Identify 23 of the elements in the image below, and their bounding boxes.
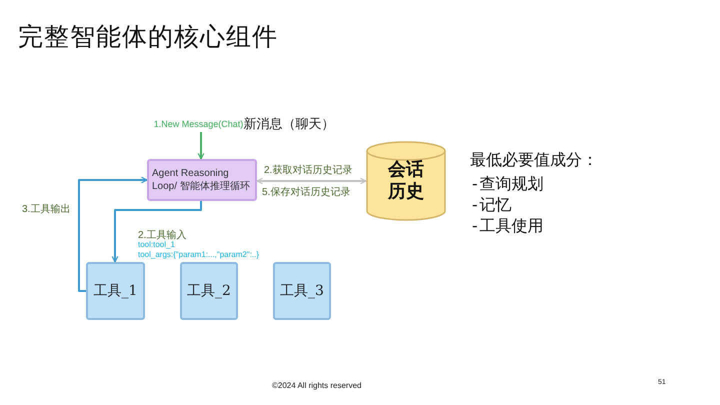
edge-label: 2.获取对话历史记录 (264, 164, 352, 177)
note-text: -记忆 (470, 195, 512, 216)
arrow (78, 176, 148, 292)
note-text: 5.保存对话历史记录 (262, 186, 350, 199)
database-label: 会话历史 (387, 158, 425, 204)
edge-label: 2.工具输入 (138, 228, 186, 241)
tool-box: 工具_1 (86, 262, 145, 320)
copyright-note: ©2024 All rights reserved (272, 381, 362, 390)
arrow (256, 178, 367, 184)
note-text: 最低必要值成分： (470, 150, 598, 171)
note-text: tool_args:{"param1:...,"param2":..} (138, 250, 260, 259)
process-box: Agent Reasoning Loop/ 智能体推理循环 (147, 159, 257, 201)
tool-box: 工具_3 (273, 262, 331, 320)
message-label: 1.New Message(Chat) (154, 119, 244, 129)
tool-box: 工具_2 (180, 262, 238, 320)
slide-title: 完整智能体的核心组件 (18, 21, 278, 53)
arrow (198, 132, 204, 160)
arrow (112, 201, 202, 263)
message-label: 新消息（聊天） (243, 116, 334, 133)
note-text: -工具使用 (470, 216, 544, 237)
edge-label: 3.工具输出 (22, 202, 70, 216)
note-text: -查询规划 (470, 174, 544, 195)
note-text: tool:tool_1 (138, 240, 175, 249)
